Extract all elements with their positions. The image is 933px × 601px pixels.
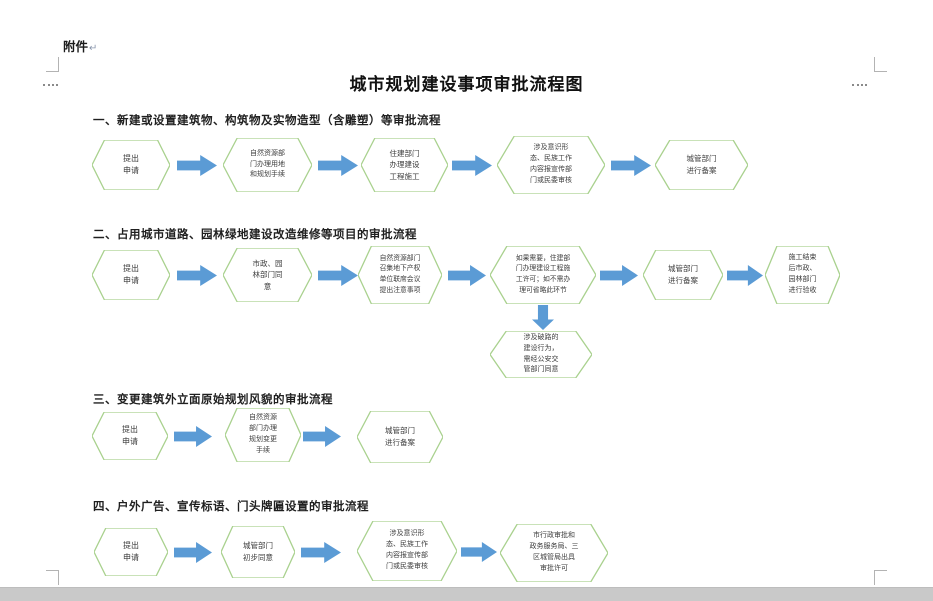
section-3-heading: 三、变更建筑外立面原始规划风貌的审批流程 [93, 394, 333, 406]
flow-node-branch: 涉及破路的 建设行为， 需经公安交 管部门同意 [490, 331, 592, 378]
arrow-right-icon [727, 265, 763, 286]
flow-node: 市政、园 林部门同 意 [223, 248, 312, 302]
attachment-label: 附件↵ [63, 40, 98, 54]
arrow-right-icon [177, 265, 217, 286]
arrow-right-icon [600, 265, 638, 286]
flow-node-label: 城管部门 进行备案 [686, 154, 717, 175]
hexagon-shape [92, 250, 170, 300]
flow-node-label: 涉及意识形 态、民族工作 内容报宣传部 门或民委审核 [386, 530, 428, 570]
arrow-right-icon [174, 426, 212, 447]
crop-mark-top-right [874, 57, 887, 72]
hexagon-shape [223, 248, 312, 302]
hexagon-shape [223, 138, 312, 192]
flow-node: 涉及意识形 态、民族工作 内容报宣传部 门或民委审核 [357, 521, 457, 581]
flow-node-label: 市政、园 林部门同 意 [252, 258, 283, 291]
flow-node-label: 涉及意识形 态、民族工作 内容报宣传部 门或民委审核 [530, 144, 572, 184]
flow-node: 市行政审批和 政务服务局、三 区城管局出具 审批许可 [500, 524, 608, 582]
hexagon-shape [357, 411, 443, 463]
flow-node-label: 自然资源部 门办理用地 和规划手续 [250, 149, 285, 179]
hexagon-shape [358, 246, 442, 304]
paragraph-mark-icon: ↵ [89, 43, 98, 54]
hexagon-shape [643, 250, 723, 300]
arrow-right-icon [318, 265, 358, 286]
hexagon-shape [500, 524, 608, 582]
flow-node-label: 提出 申请 [123, 263, 139, 285]
margin-dashes-left [43, 84, 58, 86]
hexagon-shape [361, 138, 448, 192]
flow-node-label: 提出 申请 [122, 424, 138, 446]
flow-node: 提出 申请 [92, 412, 168, 460]
section-4-heading: 四、户外广告、宣传标语、门头牌匾设置的审批流程 [93, 501, 369, 513]
flow-node-label: 城管部门 进行备案 [385, 426, 415, 447]
flow-node: 城管部门 进行备案 [655, 140, 748, 190]
flow-node: 自然资源 部门办理 规划变更 手续 [225, 408, 301, 462]
hexagon-shape [765, 246, 840, 304]
arrow-right-icon [461, 542, 497, 562]
section-1-heading: 一、新建或设置建筑物、构筑物及实物造型（含雕塑）等审批流程 [93, 115, 441, 127]
flow-node-label: 如果需要，住建部 门办理建设工程施 工许可；如不需办 理可省略此环节 [515, 254, 571, 294]
flow-node-label: 涉及破路的 建设行为， 需经公安交 管部门同意 [523, 333, 559, 374]
arrow-right-icon [318, 155, 358, 176]
page-bottom-edge [0, 587, 933, 601]
hexagon-shape [655, 140, 748, 190]
flow-node-label: 城管部门 初步同意 [243, 541, 273, 562]
arrow-right-icon [452, 155, 492, 176]
arrow-right-icon [174, 542, 212, 563]
flow-node: 城管部门 进行备案 [643, 250, 723, 300]
hexagon-shape [92, 140, 170, 190]
section-2-heading: 二、占用城市道路、园林绿地建设改造维修等项目的审批流程 [93, 229, 417, 241]
flow-node: 如果需要，住建部 门办理建设工程施 工许可；如不需办 理可省略此环节 [490, 246, 596, 304]
flow-node: 涉及意识形 态、民族工作 内容报宣传部 门或民委审核 [497, 136, 605, 194]
flow-node-label: 提出 申请 [123, 540, 139, 562]
arrow-right-icon [301, 542, 341, 563]
flow-node-label: 施工结束 后市政、 园林部门 进行验收 [788, 254, 817, 294]
flow-node: 施工结束 后市政、 园林部门 进行验收 [765, 246, 840, 304]
flow-node-label: 自然资源部门 召集地下产权 单位联席会议 提出注意事项 [379, 254, 421, 294]
flow-node: 自然资源部门 召集地下产权 单位联席会议 提出注意事项 [358, 246, 442, 304]
hexagon-shape [221, 526, 295, 578]
arrow-right-icon [177, 155, 217, 176]
flow-node: 提出 申请 [92, 140, 170, 190]
hexagon-shape [94, 528, 168, 576]
crop-mark-top-left [46, 57, 59, 72]
arrow-down-icon [532, 305, 554, 330]
flow-node: 提出 申请 [92, 250, 170, 300]
crop-mark-bottom-right [874, 570, 887, 585]
flow-node: 城管部门 初步同意 [221, 526, 295, 578]
hexagon-shape [497, 136, 605, 194]
flow-node: 提出 申请 [94, 528, 168, 576]
hexagon-shape [92, 412, 168, 460]
flow-node-label: 城管部门 进行备案 [668, 264, 698, 285]
page-title: 城市规划建设事项审批流程图 [349, 75, 584, 94]
hexagon-shape [225, 408, 301, 462]
flow-node-label: 提出 申请 [123, 153, 139, 175]
arrow-right-icon [611, 155, 651, 176]
flow-node: 住建部门 办理建设 工程施工 [361, 138, 448, 192]
flow-node: 自然资源部 门办理用地 和规划手续 [223, 138, 312, 192]
flow-node-label: 自然资源 部门办理 规划变更 手续 [249, 414, 277, 454]
margin-dashes-right [852, 84, 867, 86]
arrow-right-icon [448, 265, 486, 286]
flow-node: 城管部门 进行备案 [357, 411, 443, 463]
arrow-right-icon [303, 426, 341, 447]
crop-mark-bottom-left [46, 570, 59, 585]
flow-node-label: 市行政审批和 政务服务局、三 区城管局出具 审批许可 [529, 532, 579, 572]
hexagon-shape [490, 246, 596, 304]
hexagon-shape [490, 331, 592, 378]
hexagon-shape [357, 521, 457, 581]
flow-node-label: 住建部门 办理建设 工程施工 [389, 148, 420, 181]
